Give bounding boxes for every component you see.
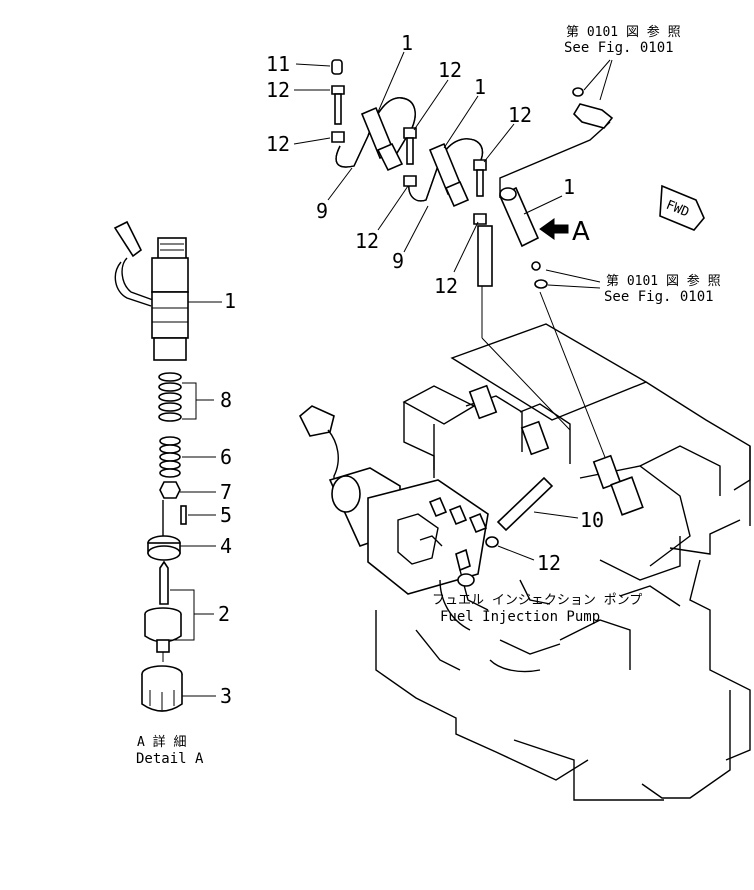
spring-part-6 [159,436,181,478]
callout-5: 5 [220,503,232,527]
ref-right-en: See Fig. 0101 [604,289,714,305]
cap-part-11 [331,59,343,75]
pipe-part-10-lower [496,476,554,532]
nozzle-holder-top-left [360,106,404,172]
callout-12-top: 12 [438,58,462,82]
fuel-injection-pump [299,405,551,671]
clip-part-12-d [473,159,487,171]
ref-top-jp: 第 0101 図 参 照 [566,24,681,40]
nozzle-part-2 [144,560,182,662]
engine-block [375,323,751,801]
spacer-part-4 [147,500,181,561]
callout-7: 7 [220,480,232,504]
callout-12-pump: 12 [537,551,561,575]
callout-9-left: 9 [316,199,328,223]
callout-12-lower: 12 [355,229,379,253]
ref-top-en: See Fig. 0101 [564,40,674,56]
nozzle-holder-part-1 [113,220,189,361]
ref-right-jp: 第 0101 図 参 照 [606,273,721,289]
fwd-direction-badge: FWD [659,184,705,231]
nozzle-holder-right [498,121,611,248]
callout-6: 6 [220,445,232,469]
callout-9-lower: 9 [392,249,404,273]
clip-part-12-pump [485,536,499,548]
clip-part-12-c [403,127,417,139]
callout-1-top: 1 [401,31,413,55]
reference-parts-top [572,59,614,129]
detail-a-title-en: Detail A [136,751,204,767]
clip-part-12-e [473,213,487,225]
callout-1-mid: 1 [474,75,486,99]
detail-a-title-jp: A 詳 細 [137,734,186,750]
shim-stack-part-8 [158,372,182,422]
nozzle-holder-mid [428,142,470,208]
callout-12-bottom: 12 [434,274,458,298]
reference-parts-right [531,261,601,289]
detail-a-assembly: 1 8 6 7 5 4 2 3 A 詳 細 Detail A [113,220,236,767]
clip-part-12-b [331,131,345,143]
callout-4: 4 [220,534,232,558]
callout-12-b: 12 [266,132,290,156]
pump-label-en: Fuel Injection Pump [440,609,600,625]
callout-11: 11 [266,52,290,76]
pump-label-jp: フュエル インジェクション ポンプ [432,593,642,608]
pipe-part-10-upper [477,225,493,287]
callout-10: 10 [580,508,604,532]
retaining-nut-part-3 [141,665,183,712]
seat-part-7 [159,481,181,499]
callout-1-detail: 1 [224,289,236,313]
callout-1-right: 1 [563,175,575,199]
callout-8: 8 [220,388,232,412]
callout-3: 3 [220,684,232,708]
callout-12-a: 12 [266,78,290,102]
view-a-label: A [572,217,590,247]
injection-pipe-assembly: FWD A 11 [266,24,721,305]
clip-part-12-a [331,85,345,95]
pin-part-5 [180,505,187,525]
callout-2: 2 [218,602,230,626]
callout-12-mid: 12 [508,103,532,127]
view-a-indicator: A [539,217,590,247]
